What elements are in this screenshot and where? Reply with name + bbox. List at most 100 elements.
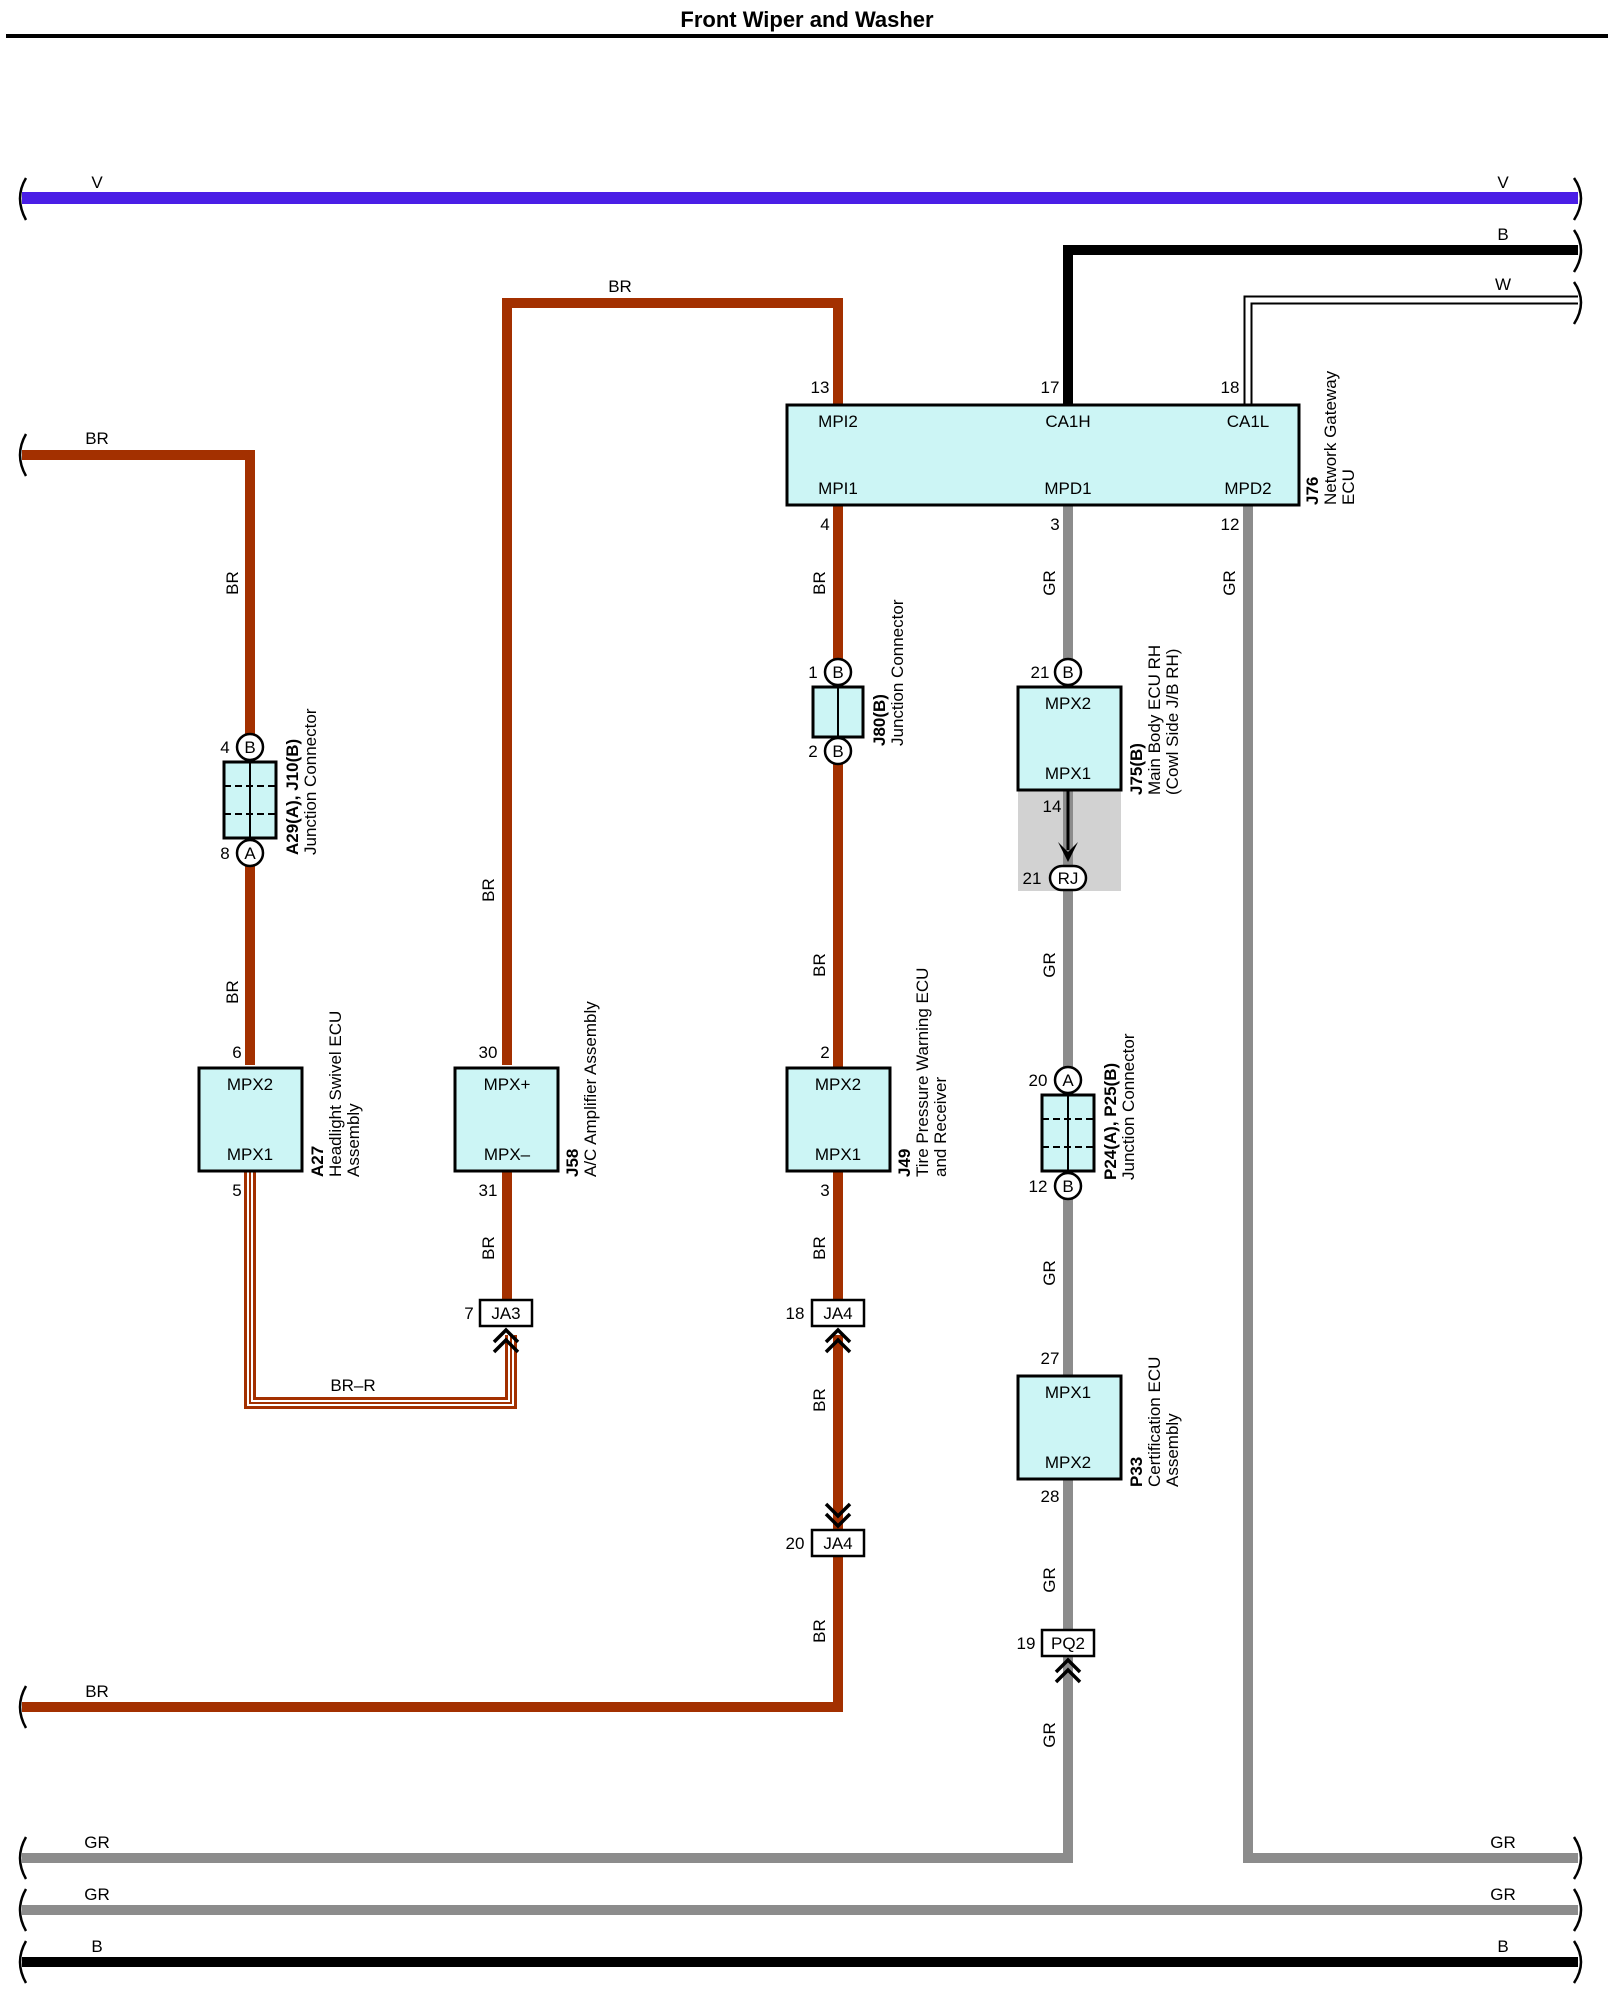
wire-label-br-j49-v5: BR (810, 1619, 829, 1643)
rj-connector (1048, 864, 1088, 892)
wire-label-br-j58-v2: BR (479, 1236, 498, 1260)
wire-label-b-bus-right: B (1497, 1937, 1508, 1956)
wire-label-gr-bus2-left: GR (84, 1885, 110, 1904)
wire-label-gr-mpd1-v4: GR (1040, 1567, 1059, 1593)
pin-number: 5 (232, 1181, 241, 1200)
pin-number: 20 (786, 1534, 805, 1553)
pin-number: 1 (808, 663, 817, 682)
pin-number: 27 (1041, 1349, 1060, 1368)
wire-brr-outer (244, 1172, 517, 1409)
j49-name-2: and Receiver (931, 1076, 950, 1177)
p24-code: P24(A), P25(B) (1101, 1063, 1120, 1180)
pin-number: 19 (1017, 1634, 1036, 1653)
down-arrow-icon (1058, 842, 1078, 862)
wire-label-w-top: W (1495, 275, 1511, 294)
wire-gr-mpd1 (22, 505, 1073, 1863)
j58-pin-bottom: MPX– (484, 1145, 531, 1164)
p33-pin-top: MPX1 (1045, 1383, 1091, 1402)
pin-number: 2 (808, 742, 817, 761)
a27-box (197, 1066, 304, 1173)
pin-number: 4 (220, 738, 229, 757)
wire-brr-core (249, 1172, 512, 1404)
pin-number: 30 (479, 1043, 498, 1062)
wire-label-b-bus-left: B (91, 1937, 102, 1956)
j76-pin-mpi1: MPI1 (818, 479, 858, 498)
pin-number: 18 (786, 1304, 805, 1323)
pin-number: 6 (232, 1043, 241, 1062)
pin-number: 7 (464, 1304, 473, 1323)
jc-letter: A (1062, 1071, 1074, 1090)
a27-code: A27 (308, 1146, 327, 1177)
pin-number: 3 (1050, 515, 1059, 534)
double-chevron-up-icon (492, 1327, 520, 1354)
j76-name-2: ECU (1339, 469, 1358, 505)
pin-number: 13 (811, 378, 830, 397)
p24-p25-junction-connector: A B 20 12 P24(A), P25(B) Junction Connec… (1029, 1033, 1138, 1201)
j49-name-1: Tire Pressure Warning ECU (913, 968, 932, 1177)
double-chevron-up-icon (824, 1327, 852, 1354)
j76-code: J76 (1303, 477, 1322, 505)
break-mark (1572, 281, 1583, 325)
j76-pin-ca1h: CA1H (1045, 412, 1090, 431)
j76-name-1: Network Gateway (1321, 370, 1340, 505)
wire-label-gr-mpd2: GR (1220, 570, 1239, 596)
j80-code: J80(B) (870, 694, 889, 746)
page-title: Front Wiper and Washer (680, 7, 934, 32)
a29-j10-junction-connector: B A 4 8 A29(A), J10(B) Junction Connecto… (220, 708, 320, 868)
wire-label-br-left-v1: BR (223, 571, 242, 595)
pq2-label: PQ2 (1051, 1634, 1085, 1653)
j49-pin-top: MPX2 (815, 1075, 861, 1094)
ja3-label: JA3 (491, 1304, 520, 1323)
jc-letter: B (832, 742, 843, 761)
wire-label-gr-bus1-right: GR (1490, 1833, 1516, 1852)
p33-pin-bottom: MPX2 (1045, 1453, 1091, 1472)
j58-pin-top: MPX+ (484, 1075, 531, 1094)
pin-number: 21 (1023, 869, 1042, 888)
j80-junction-connector: B B 1 2 J80(B) Junction Connector (808, 599, 907, 766)
wire-br-mpi2-j58 (502, 298, 843, 1065)
pin-number: 4 (820, 515, 829, 534)
break-mark (18, 433, 28, 477)
wire-gr-mpd2 (1243, 505, 1578, 1863)
p33-box (1016, 1374, 1123, 1481)
ja4-label: JA4 (823, 1304, 852, 1323)
pin-number: 12 (1029, 1177, 1048, 1196)
wire-label-gr-mpd1-v2: GR (1040, 952, 1059, 978)
p33-name-2: Assembly (1163, 1413, 1182, 1487)
p33-code: P33 (1127, 1457, 1146, 1487)
rj-label: RJ (1058, 869, 1079, 888)
wire-label-br-bottom: BR (85, 1682, 109, 1701)
double-chevron-down-icon (824, 1502, 852, 1529)
wire-label-gr-mpd1-v3: GR (1040, 1260, 1059, 1286)
j58-code: J58 (563, 1149, 582, 1177)
wire-label-gr-mpd1-v5: GR (1040, 1722, 1059, 1748)
double-chevron-up-icon (1054, 1657, 1082, 1684)
pin-number: 21 (1031, 663, 1050, 682)
break-mark (18, 1940, 28, 1984)
pin-number: 28 (1041, 1487, 1060, 1506)
j49-code: J49 (895, 1149, 914, 1177)
wire-label-brr: BR–R (330, 1376, 375, 1395)
pin-number: 8 (220, 844, 229, 863)
break-mark (1572, 1940, 1583, 1984)
j75-code: J75(B) (1127, 743, 1146, 795)
break-mark (1572, 177, 1583, 221)
jc-letter: B (244, 738, 255, 757)
wire-label-br-top: BR (608, 277, 632, 296)
j75-name-2: (Cowl Side J/B RH) (1163, 649, 1182, 795)
ja4-connector-18: JA4 18 (786, 1298, 866, 1354)
break-mark (1572, 1888, 1583, 1932)
jc-letter: B (832, 663, 843, 682)
pin-number: 14 (1043, 797, 1062, 816)
j76-pin-ca1l: CA1L (1227, 412, 1270, 431)
a27-headlight-swivel-ecu: MPX2 MPX1 6 5 A27 Headlight Swivel ECU A… (197, 1011, 363, 1200)
pin-number: 18 (1221, 378, 1240, 397)
wire-label-br-j49-v4: BR (810, 1388, 829, 1412)
j75-main-body-ecu: B MPX2 MPX1 21 14 RJ 21 J75(B) Main Body… (1016, 645, 1182, 892)
wire-label-b-top: B (1497, 225, 1508, 244)
p33-certification-ecu: MPX1 MPX2 27 28 P33 Certification ECU As… (1016, 1349, 1182, 1506)
break-mark (1572, 229, 1583, 273)
a29-name: Junction Connector (301, 708, 320, 855)
wire-label-v-right: V (1497, 173, 1509, 192)
j80-name: Junction Connector (888, 599, 907, 746)
